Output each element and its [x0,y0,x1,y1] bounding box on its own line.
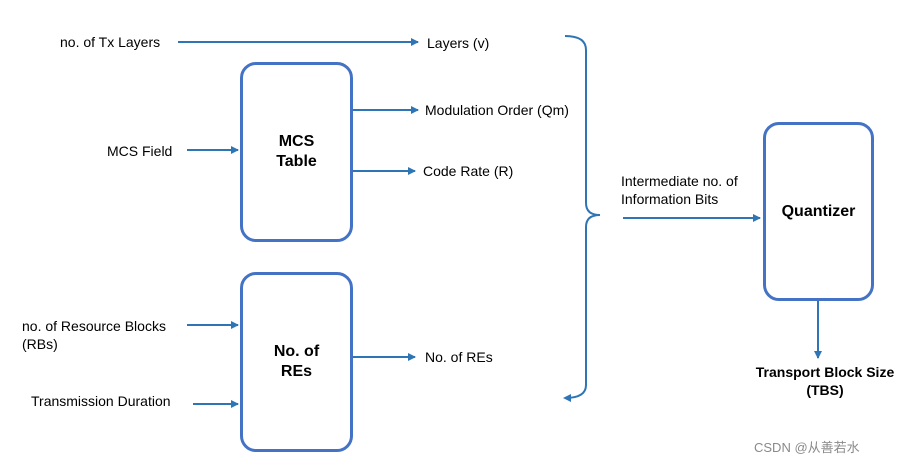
input-resource-blocks: no. of Resource Blocks [22,318,166,334]
mcs-table-title: MCS Table [276,133,317,170]
curly-brace [564,35,601,399]
watermark: CSDN @从善若水 [754,440,860,455]
brace-bottom-arrowhead [563,394,571,402]
output-no-of-res: No. of REs [425,349,493,365]
intermediate-label-line1: Intermediate no. of [621,173,738,189]
output-code-rate: Code Rate (R) [423,163,514,179]
intermediate-label-line2: Information Bits [621,191,719,207]
input-resource-blocks-abbr: (RBs) [22,336,58,352]
quantizer-box: Quantizer [763,122,874,301]
output-modulation-order: Modulation Order (Qm) [425,102,569,118]
no-of-res-title: No. of REs [273,343,320,380]
mcs-table-box: MCS Table [240,62,353,242]
tbs-label-line1: Transport Block Size [755,364,895,380]
input-tx-layers: no. of Tx Layers [60,34,161,50]
output-layers: Layers (v) [427,35,490,51]
no-of-res-box: No. of REs [240,272,353,452]
input-mcs-field: MCS Field [107,143,173,159]
quantizer-title: Quantizer [781,202,856,220]
input-transmission-duration: Transmission Duration [31,393,171,409]
tbs-label-line2: (TBS) [806,382,844,398]
